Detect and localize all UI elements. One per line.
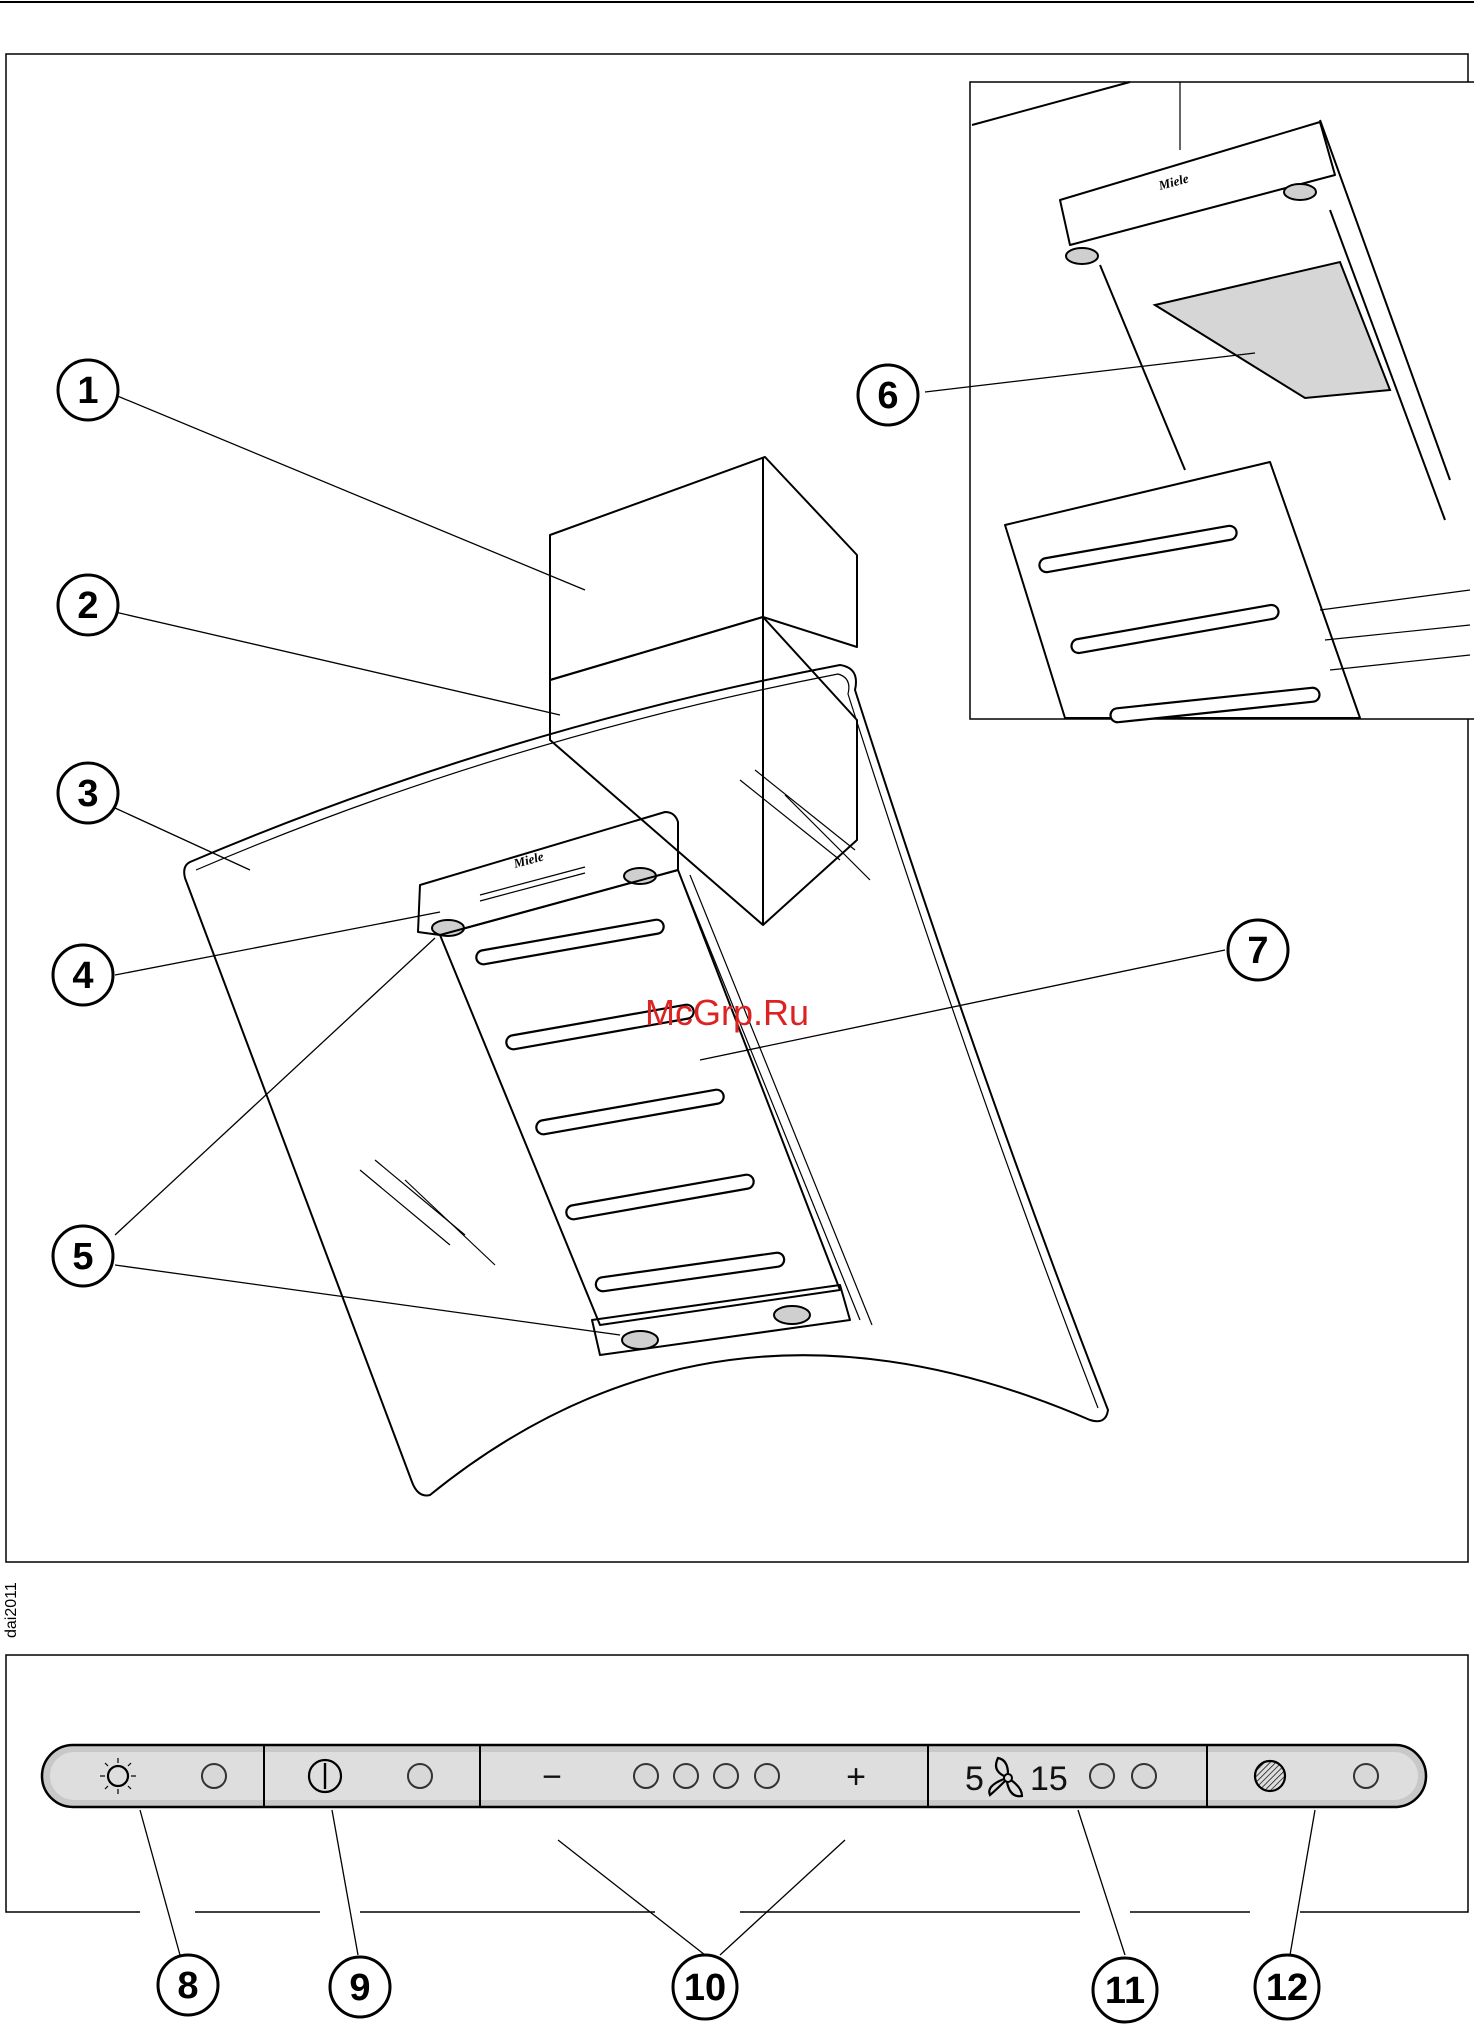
fan-min-label: 5 xyxy=(965,1760,984,1798)
svg-text:3: 3 xyxy=(77,773,98,815)
svg-text:2: 2 xyxy=(77,585,98,627)
lamp-top-right xyxy=(624,868,656,884)
glass-canopy xyxy=(184,665,1108,1495)
power-level-led-4 xyxy=(755,1764,779,1788)
svg-text:5: 5 xyxy=(72,1236,93,1278)
callout-2: 2 xyxy=(58,575,118,635)
figure-code: dai2011 xyxy=(3,1582,20,1638)
callout-8: 8 xyxy=(158,1955,218,2015)
minus-button[interactable]: − xyxy=(542,1758,562,1796)
power-level-led-2 xyxy=(674,1764,698,1788)
fan-runon-led-5 xyxy=(1090,1764,1114,1788)
watermark: McGrp.Ru xyxy=(645,992,809,1033)
svg-text:11: 11 xyxy=(1105,1970,1145,2012)
svg-text:8: 8 xyxy=(177,1965,198,2007)
control-panel: − + 5 15 xyxy=(42,1745,1426,1807)
filter-button[interactable] xyxy=(1255,1761,1285,1791)
inset-drawing: Miele xyxy=(970,82,1474,723)
power-level-led-1 xyxy=(634,1764,658,1788)
svg-text:9: 9 xyxy=(349,1967,370,2009)
callout-9: 9 xyxy=(330,1957,390,2017)
fan-max-label: 15 xyxy=(1030,1760,1068,1798)
callout-12: 12 xyxy=(1255,1955,1319,2019)
callout-11: 11 xyxy=(1093,1958,1157,2022)
plus-icon: + xyxy=(846,1758,866,1796)
svg-text:10: 10 xyxy=(684,1967,726,2009)
callout-6: 6 xyxy=(858,365,918,425)
lamp-bottom-right xyxy=(774,1306,810,1324)
plus-button[interactable]: + xyxy=(846,1758,866,1796)
power-level-led-3 xyxy=(714,1764,738,1788)
chimney-upper xyxy=(550,457,857,680)
power-led xyxy=(408,1764,432,1788)
callout-10: 10 xyxy=(673,1955,737,2019)
brand-logo: Miele xyxy=(511,849,545,872)
callout-5: 5 xyxy=(53,1226,113,1286)
callout-1: 1 xyxy=(58,360,118,420)
fan-runon-led-15 xyxy=(1132,1764,1156,1788)
callout-7: 7 xyxy=(1228,920,1288,980)
light-led xyxy=(202,1764,226,1788)
svg-text:6: 6 xyxy=(877,375,898,417)
callout-4: 4 xyxy=(53,945,113,1005)
callout-3: 3 xyxy=(58,763,118,823)
svg-text:4: 4 xyxy=(72,955,93,997)
svg-text:1: 1 xyxy=(77,370,98,412)
minus-icon: − xyxy=(542,1758,562,1796)
filter-led xyxy=(1354,1764,1378,1788)
filter-icon xyxy=(1255,1761,1285,1791)
svg-text:7: 7 xyxy=(1247,930,1268,972)
chimney-lower xyxy=(550,617,857,925)
lamp-bottom-left xyxy=(622,1331,658,1349)
svg-text:12: 12 xyxy=(1266,1967,1308,2009)
